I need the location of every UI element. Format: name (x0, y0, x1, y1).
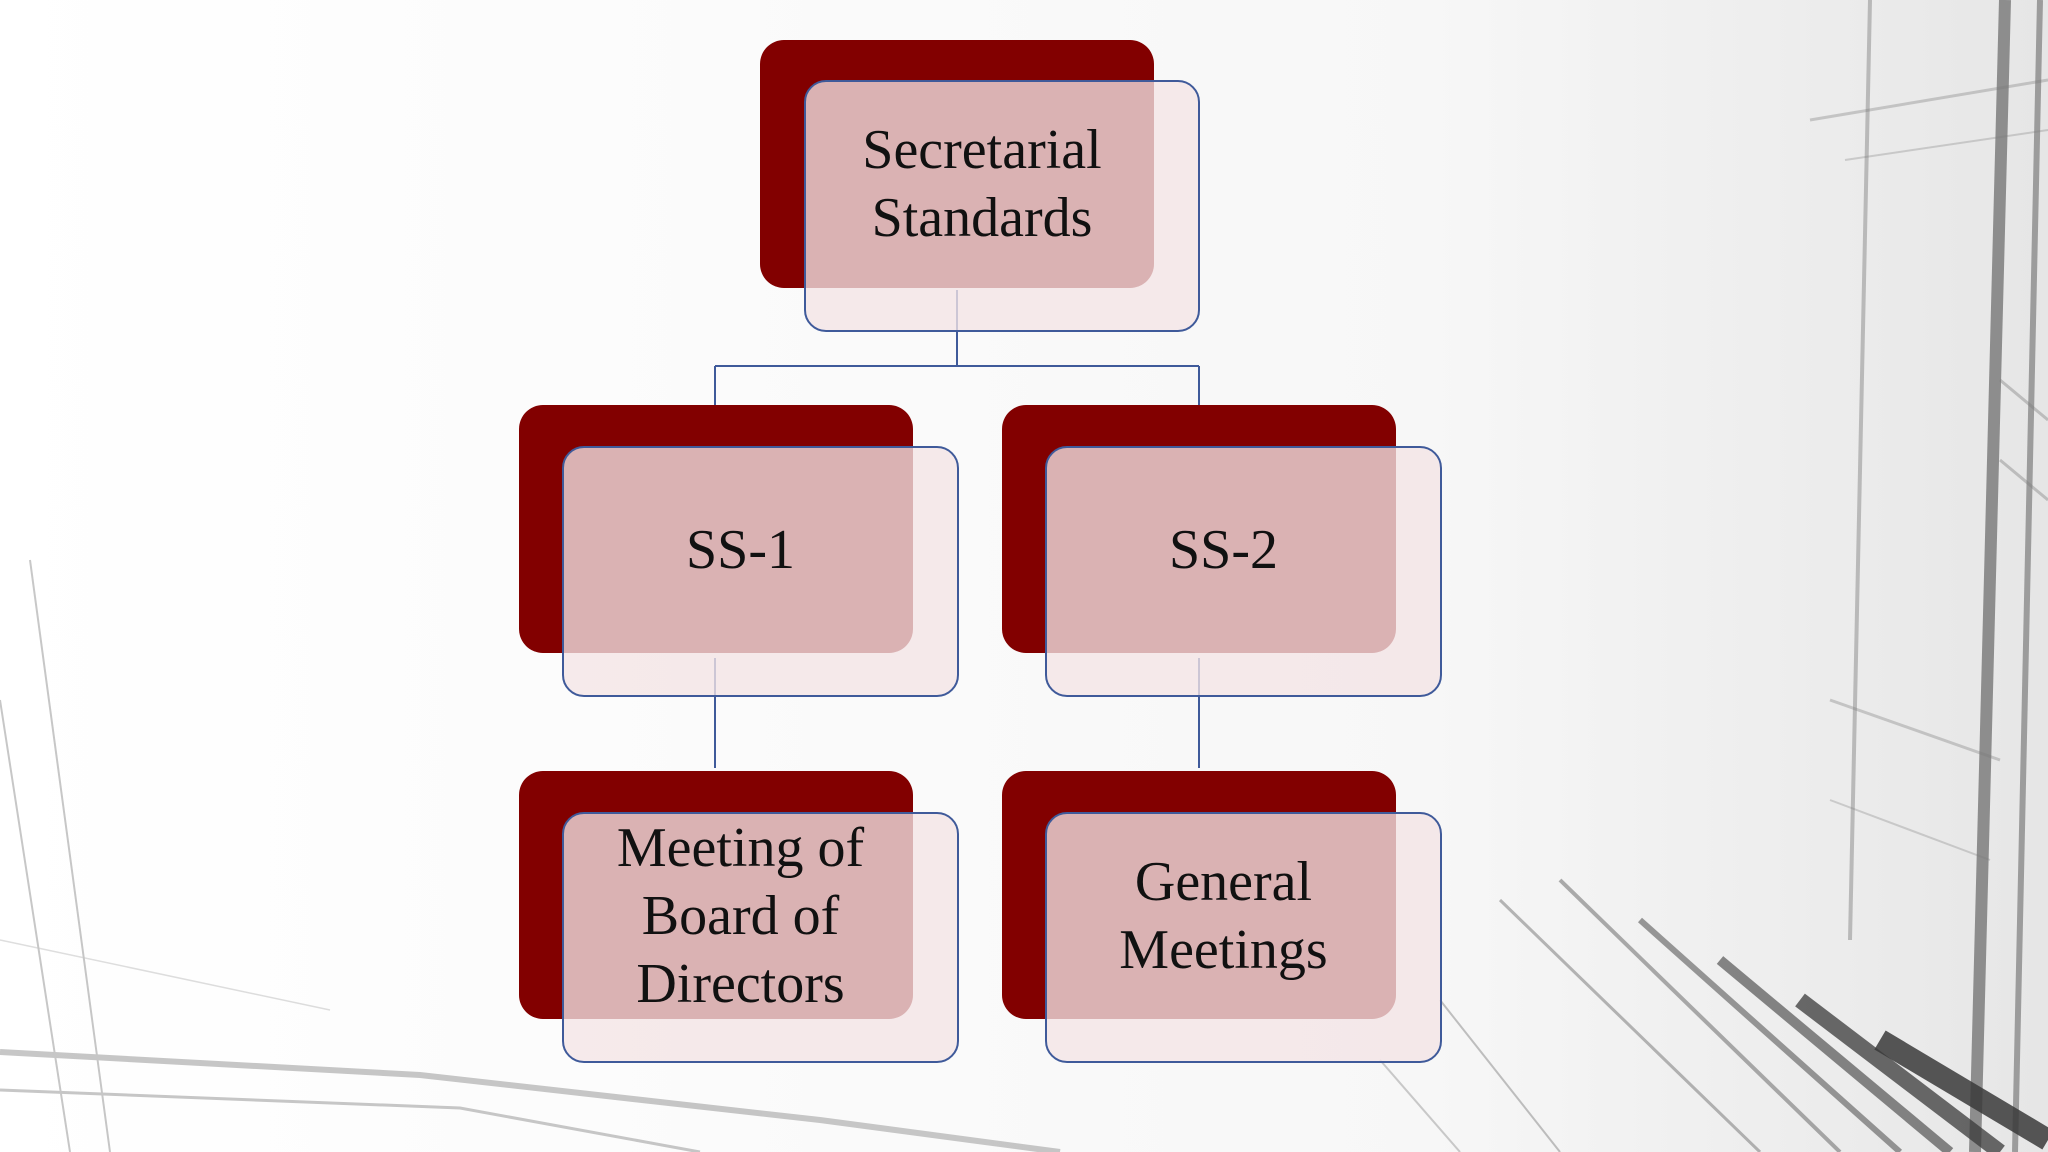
node-ss-1[interactable]: SS-1 (519, 405, 959, 697)
node-general-meetings[interactable]: General Meetings (1002, 771, 1442, 1063)
node-card: Secretarial Standards (804, 80, 1200, 332)
node-meeting-of-board-of-directors[interactable]: Meeting of Board of Directors (519, 771, 959, 1063)
node-ss-2[interactable]: SS-2 (1002, 405, 1442, 697)
node-card: SS-2 (1045, 446, 1442, 697)
node-label: General Meetings (1119, 850, 1328, 981)
node-label: SS-1 (686, 518, 795, 581)
node-label: Secretarial Standards (862, 119, 1102, 249)
node-card: SS-1 (562, 446, 959, 697)
node-card: Meeting of Board of Directors (562, 812, 959, 1063)
node-card: General Meetings (1045, 812, 1442, 1063)
node-secretarial-standards[interactable]: Secretarial Standards (760, 40, 1200, 332)
node-label: SS-2 (1169, 518, 1278, 581)
node-label: Meeting of Board of Directors (616, 816, 865, 1015)
